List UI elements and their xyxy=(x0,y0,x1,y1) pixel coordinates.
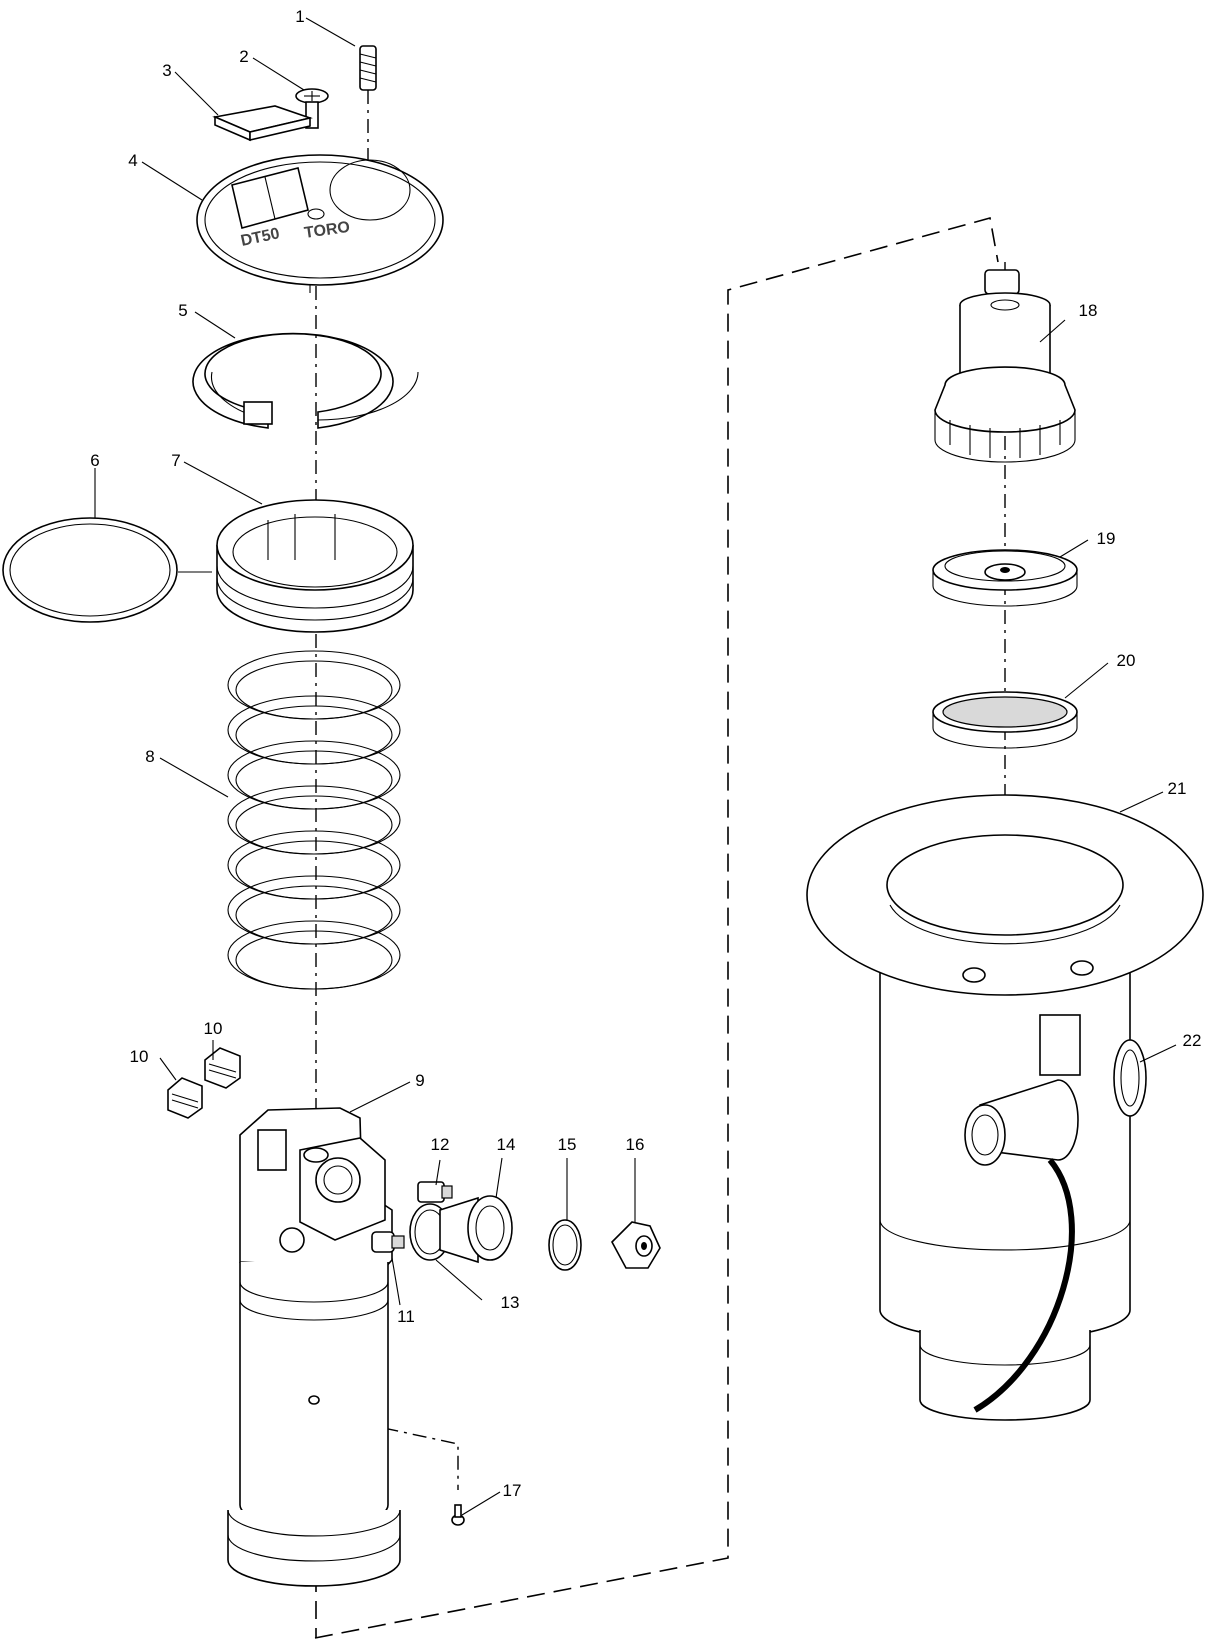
nameplate-brand-text: TORO xyxy=(303,219,351,242)
callout-4: 4 xyxy=(128,151,137,170)
leader-lines xyxy=(94,17,1177,1516)
callout-16: 16 xyxy=(626,1135,645,1154)
callout-3: 3 xyxy=(162,61,171,80)
callout-1: 1 xyxy=(295,7,304,26)
callout-21: 21 xyxy=(1168,779,1187,798)
part-22-clamp xyxy=(1113,1039,1147,1117)
callout-labels: 1 2 3 4 5 6 7 8 9 10 10 11 12 13 14 15 1… xyxy=(90,7,1201,1500)
part-17-screw xyxy=(451,1504,465,1526)
callout-10b: 10 xyxy=(204,1019,223,1038)
part-11-fitting xyxy=(371,1231,405,1253)
callout-17: 17 xyxy=(503,1481,522,1500)
part-10-plug-b xyxy=(204,1047,241,1089)
callout-2: 2 xyxy=(239,47,248,66)
part-21-housing xyxy=(806,794,1204,1421)
callout-8: 8 xyxy=(145,747,154,766)
callout-15: 15 xyxy=(558,1135,577,1154)
callout-11: 11 xyxy=(397,1307,415,1326)
callout-13: 13 xyxy=(501,1293,520,1312)
part-1-set-screw xyxy=(359,45,377,91)
callout-6: 6 xyxy=(90,451,99,470)
callout-9: 9 xyxy=(415,1071,424,1090)
callout-22: 22 xyxy=(1183,1031,1202,1050)
callout-20: 20 xyxy=(1117,651,1136,670)
part-20-screen xyxy=(932,691,1078,749)
callout-5: 5 xyxy=(178,301,187,320)
part-9-case-body xyxy=(227,1107,401,1587)
part-19-retainer xyxy=(932,549,1078,607)
part-10-plug-a xyxy=(167,1077,203,1119)
part-6-o-ring xyxy=(2,517,212,623)
part-8-spring xyxy=(227,650,401,990)
callout-12: 12 xyxy=(431,1135,450,1154)
part-5-snap-ring xyxy=(192,332,419,429)
part-18-actuator xyxy=(934,269,1076,463)
callout-18: 18 xyxy=(1079,301,1098,320)
part-12-fitting xyxy=(417,1181,453,1203)
callout-7: 7 xyxy=(171,451,180,470)
part-7-retaining-collar xyxy=(216,499,414,633)
callout-14: 14 xyxy=(497,1135,516,1154)
part-14-adapter xyxy=(439,1195,513,1264)
callout-19: 19 xyxy=(1097,529,1116,548)
callout-10a: 10 xyxy=(130,1047,149,1066)
part-16-plug xyxy=(611,1221,661,1269)
part-15-o-ring xyxy=(548,1219,582,1271)
part-3-cover-plate xyxy=(212,105,313,142)
part-4-nameplate-disk: TORO DT50 xyxy=(196,154,444,293)
